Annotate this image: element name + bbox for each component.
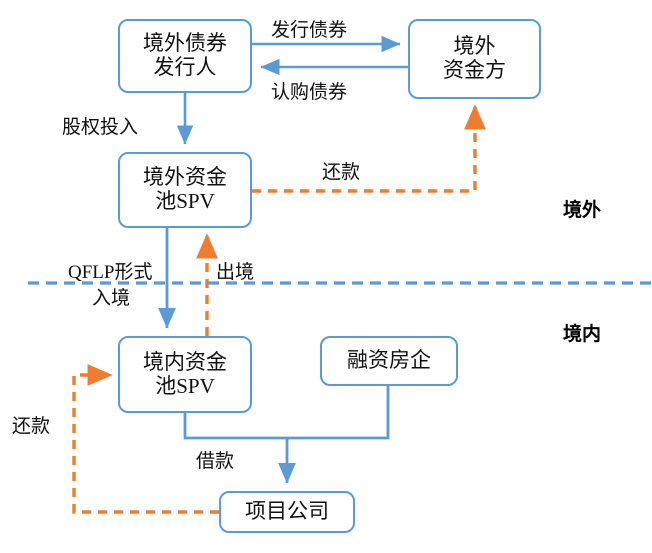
edge-label-issue-bonds: 发行债券 <box>271 20 348 41</box>
region-label-onshore: 境内 <box>563 324 602 345</box>
connector-repayment-onshore <box>72 364 219 514</box>
connector-repayment-offshore <box>252 104 486 193</box>
node-onshore-spv[interactable]: 境内资金 池SPV <box>118 336 252 413</box>
edge-label-repayment-offshore: 还款 <box>322 162 361 183</box>
edge-label-repayment-onshore: 还款 <box>12 416 51 437</box>
region-label-offshore: 境外 <box>563 200 602 221</box>
node-financing-developer[interactable]: 融资房企 <box>320 336 458 386</box>
node-offshore-funder[interactable]: 境外 资金方 <box>408 19 541 99</box>
edge-label-inbound: 入境 <box>92 288 131 309</box>
edge-label-equity-input: 股权投入 <box>62 117 139 138</box>
node-offshore-spv[interactable]: 境外资金 池SPV <box>118 152 252 228</box>
edge-label-borrowing: 借款 <box>196 451 235 472</box>
edge-label-qflp-form: QFLP形式 <box>68 262 153 283</box>
node-project-company[interactable]: 项目公司 <box>219 491 355 533</box>
edge-label-subscribe-bonds: 认购债券 <box>271 82 348 103</box>
node-offshore-bond-issuer[interactable]: 境外债券 发行人 <box>118 19 252 93</box>
edge-label-outbound: 出境 <box>216 262 255 283</box>
